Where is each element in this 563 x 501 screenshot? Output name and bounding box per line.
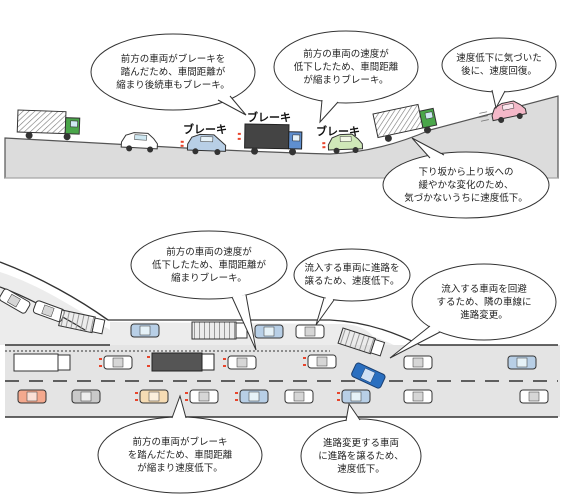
bubble-shape-follow-brake-top [90,33,256,116]
merge-truck-2 [337,327,386,357]
brake-label-3: ブレーキ [316,125,360,138]
bubble-follow-brake-top: 前方の車両がブレーキを 踏んだため、車間距離が 縮まり後続車もブレーキ。 [116,53,230,91]
merge-car-white [295,324,325,339]
lane2-car-white-2 [284,389,314,404]
lane1-truck-white [13,353,71,372]
brake-label-1: ブレーキ [183,123,227,136]
bubble-recover: 速度低下に気づいた 後に、速度回復。 [456,53,542,77]
lane1-car-white-2 [223,355,257,370]
brake-light-marks [180,140,184,147]
bubble-shape-avoid-entry [389,263,557,359]
car-white-top [120,132,158,153]
ramp-edge-outer [0,261,109,321]
bubble-slope: 下り坂から上り坂への 緩やかな変化のため、 気づかないうちに速度低下。 [404,166,528,204]
bubble-shape-lane-change [300,402,422,494]
truck-left [16,109,81,141]
lane1-car-blue [507,355,537,370]
bubble-yield-entry: 流入する車両に進路を 譲るため、速度低下。 [304,263,400,287]
sag-section [4,30,559,219]
bubble-follow-brake-bottom: 前方の車両がブレーキ を踏んだため、車間距離 が縮まり速度低下。 [127,436,233,474]
bubble-shape-yield-entry [293,248,411,326]
bubble-slowdown-bottom: 前方の車両の速度が 低下したため、車間距離が 縮まりブレーキ。 [151,246,266,284]
lane2-car-white-1 [185,389,219,404]
bubble-shape-slowdown-bottom [130,230,288,351]
lane1-car-white-3 [303,354,337,369]
speed-lines [478,111,489,122]
bubble-shape-recover [441,37,557,110]
brake-light-marks [322,142,326,149]
lane-changing-car [351,362,386,389]
lane2-car-blue-1 [235,389,269,404]
truck-middle-braking [237,123,303,156]
merge-car-blue-2 [254,324,284,339]
lane2-car-white-3 [403,389,433,404]
ramp-truck [58,309,106,335]
merge-section [0,230,560,494]
brake-label-2: ブレーキ [247,111,291,124]
bubble-shape-follow-brake-bottom [97,394,263,494]
bubble-slowdown-top: 前方の車両の速度が 低下したため、車間距離 が縮まりブレーキ。 [293,48,399,86]
ramp-car-1 [0,288,31,314]
merge-car-blue-1 [130,323,160,338]
lane2-car-red [17,389,47,404]
merge-truck-1 [191,321,248,340]
lane2-car-grey [71,389,101,404]
lane2-car-white-4 [519,389,549,404]
lane1-car-white-1 [99,355,133,370]
lane1-truck-dark [147,352,215,372]
truck-right-uphill [372,103,438,142]
lane2-car-cream [135,389,169,404]
bubble-shape-slowdown-top [273,30,419,124]
bubble-lane-change: 進路変更する車両 に進路を譲るため、 速度低下。 [318,437,404,475]
brake-light-marks [237,132,241,140]
car-blue-braking [180,133,227,156]
lane2-car-blue-2 [337,389,371,404]
lane1-car-white-4 [403,355,433,370]
bubble-avoid-entry: 流入する車両を回避 するため、隣の車線に 進路変更。 [436,283,532,321]
bubble-shape-slope [382,137,550,219]
car-green-braking [322,133,364,154]
